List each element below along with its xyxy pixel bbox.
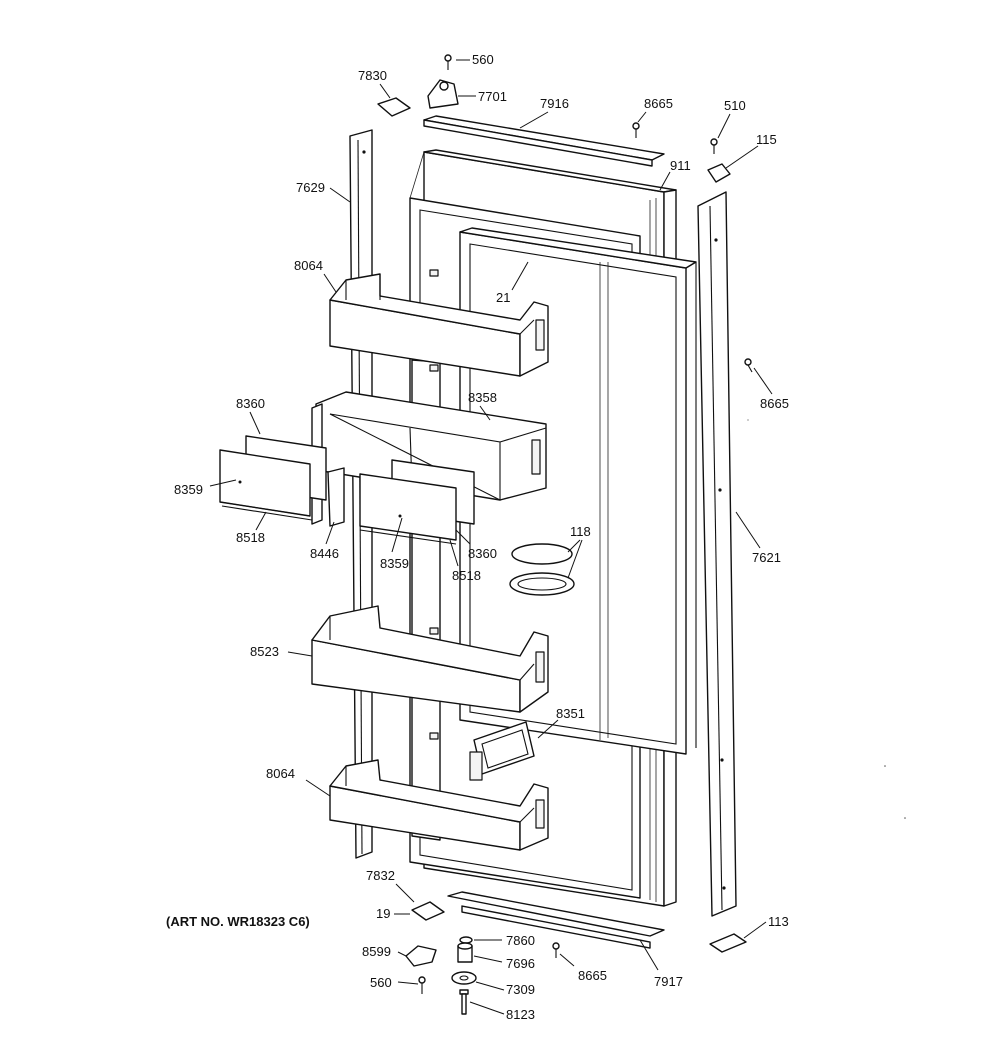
- label-8360: 8360: [468, 546, 497, 561]
- liner-clip: [429, 627, 439, 635]
- part-labels: 560 7830 7701 7916 8665 510 115 911 7629…: [174, 52, 789, 1022]
- bushing-7696: [457, 942, 473, 963]
- hinge-pin: [439, 81, 449, 91]
- label-7916: 7916: [540, 96, 569, 111]
- hinge-8599: [405, 945, 437, 967]
- label-8359: 8359: [380, 556, 409, 571]
- label-560: 560: [370, 975, 392, 990]
- screw-8665-bottom: [552, 942, 560, 958]
- hinge-7701: [427, 79, 459, 109]
- egg-tray-118: [509, 543, 575, 596]
- label-8518: 8518: [236, 530, 265, 545]
- label-911: 911: [670, 158, 691, 173]
- label-7621: 7621: [752, 550, 781, 565]
- door-bin-8523: [311, 605, 549, 713]
- label-7830: 7830: [358, 68, 387, 83]
- cam-115: [707, 163, 731, 183]
- door-hinge-8446: [327, 467, 345, 527]
- label-8665: 8665: [578, 968, 607, 983]
- right-trim-strip: [697, 191, 737, 917]
- label-7701: 7701: [478, 89, 507, 104]
- screw-8665-top: [632, 122, 640, 138]
- label-8446: 8446: [310, 546, 339, 561]
- label-115: 115: [756, 132, 777, 147]
- bolt-8123: [459, 989, 469, 1015]
- label-8064: 8064: [266, 766, 295, 781]
- label-8360: 8360: [236, 396, 265, 411]
- label-21: 21: [496, 290, 510, 305]
- liner-clip: [429, 732, 439, 740]
- label-8518: 8518: [452, 568, 481, 583]
- label-560: 560: [472, 52, 494, 67]
- label-7832: 7832: [366, 868, 395, 883]
- dairy-door-left-assembly: [219, 435, 327, 521]
- top-cap-front: [423, 119, 653, 167]
- label-7696: 7696: [506, 956, 535, 971]
- label-7917: 7917: [654, 974, 683, 989]
- label-8599: 8599: [362, 944, 391, 959]
- label-8665: 8665: [760, 396, 789, 411]
- label-7860: 7860: [506, 933, 535, 948]
- leader-lines: [209, 59, 773, 1015]
- label-113: 113: [768, 914, 789, 929]
- liner-clip: [429, 269, 439, 277]
- label-19: 19: [376, 906, 390, 921]
- label-7309: 7309: [506, 982, 535, 997]
- label-8064: 8064: [294, 258, 323, 273]
- label-7629: 7629: [296, 180, 325, 195]
- screw-510: [710, 138, 718, 154]
- label-8358: 8358: [468, 390, 497, 405]
- door-bin-lower: [329, 759, 549, 851]
- bracket-19: [411, 901, 445, 921]
- label-118: 118: [570, 524, 591, 539]
- art-number: (ART NO. WR18323 C6): [166, 914, 310, 929]
- liner-clip: [429, 364, 439, 372]
- label-8351: 8351: [556, 706, 585, 721]
- label-8123: 8123: [506, 1007, 535, 1022]
- bottom-cap-front: [461, 905, 651, 949]
- small-bin-8351: [469, 721, 535, 781]
- dairy-door-right-assembly: [359, 459, 475, 545]
- label-8665: 8665: [644, 96, 673, 111]
- label-8523: 8523: [250, 644, 279, 659]
- screw-560-top: [444, 54, 452, 70]
- screw-8665-side: [744, 358, 753, 373]
- bottom-cap: [447, 891, 665, 937]
- hinge-bracket-7830: [377, 97, 411, 117]
- cam-113: [709, 933, 747, 953]
- label-8359: 8359: [174, 482, 203, 497]
- washer-7860: [459, 936, 473, 944]
- washer-7309: [451, 971, 477, 985]
- screw-560-bottom: [418, 976, 426, 994]
- door-bin-upper: [329, 273, 549, 377]
- label-510: 510: [724, 98, 746, 113]
- scan-specks: [747, 419, 906, 819]
